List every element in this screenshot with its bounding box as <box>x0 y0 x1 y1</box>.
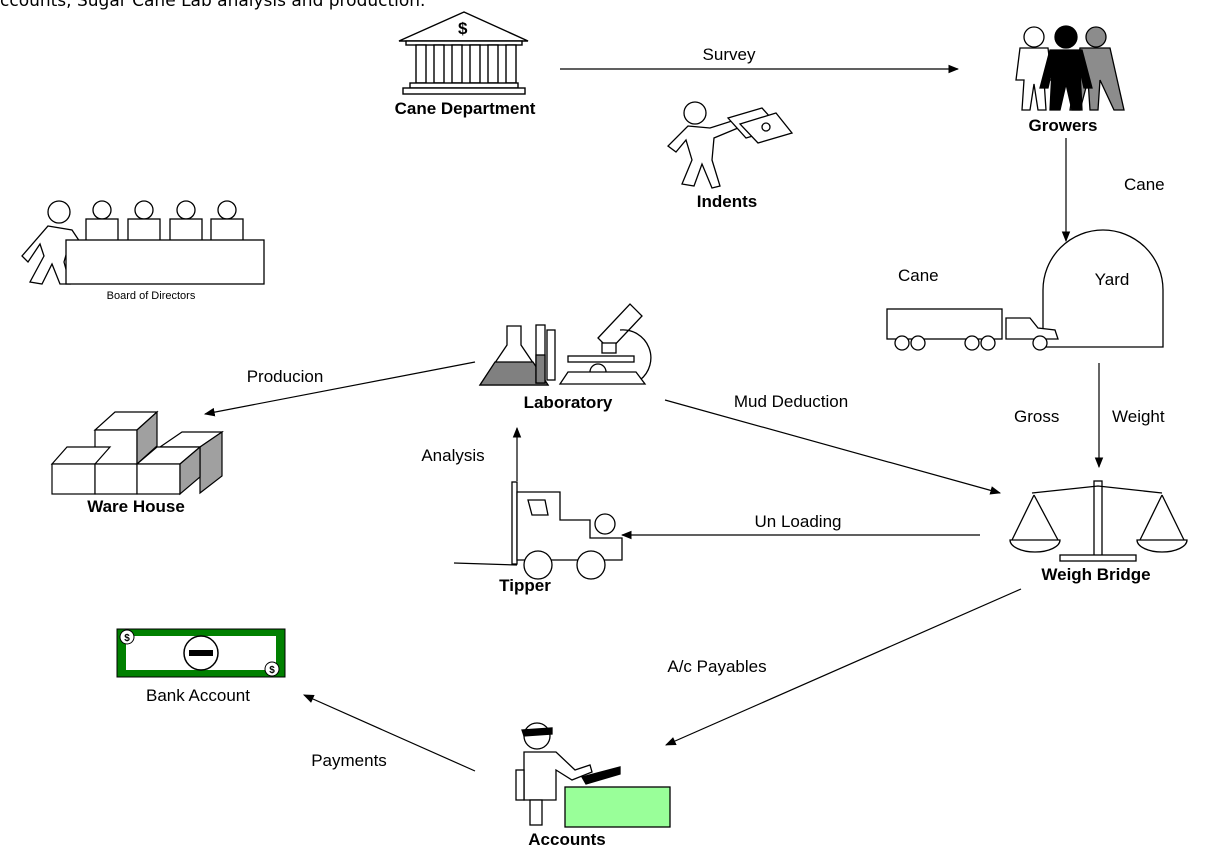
banknote-icon <box>116 628 286 678</box>
arrow-accounts-to-bank <box>303 694 476 772</box>
indents-label: Indents <box>697 192 757 211</box>
weigh-bridge-label: Weigh Bridge <box>1041 565 1150 584</box>
truck-icon <box>886 308 1059 351</box>
edge-label-cane: Cane <box>1124 175 1165 194</box>
truck-cane-label: Cane <box>898 266 939 285</box>
growers-label: Growers <box>1029 116 1098 135</box>
edge-label-unloading: Un Loading <box>755 512 842 531</box>
bank-dollar-sign: $ <box>458 19 468 38</box>
bank-building-icon <box>398 11 529 95</box>
growers-people-icon <box>1015 25 1125 111</box>
yard-shed-icon <box>1042 229 1164 348</box>
edge-label-producion: Producion <box>247 367 324 386</box>
accounts-label: Accounts <box>528 830 605 848</box>
warehouse-label: Ware House <box>87 497 185 516</box>
bank-note-dollar-right: $ <box>269 665 275 676</box>
forklift-icon <box>453 481 623 580</box>
laboratory-flask-microscope-icon <box>478 303 652 386</box>
accountant-desk-icon <box>515 722 671 828</box>
cane-department-label: Cane Department <box>395 99 536 118</box>
board-of-directors-label: Board of Directors <box>107 290 196 302</box>
laboratory-label: Laboratory <box>524 393 613 412</box>
edge-label-ac-payables: A/c Payables <box>667 657 766 676</box>
tipper-label: Tipper <box>499 576 551 595</box>
edge-label-payments: Payments <box>311 751 387 770</box>
edge-label-survey: Survey <box>703 45 756 64</box>
walking-man-money-icon <box>667 101 794 189</box>
intro-text: ccounts, Sugar Cane Lab analysis and pro… <box>0 0 426 11</box>
arrow-weighbridge-to-accounts <box>665 588 1022 746</box>
warehouse-boxes-icon <box>50 410 224 496</box>
bank-note-dollar-left: $ <box>124 633 130 644</box>
weighing-scale-icon <box>1009 480 1188 562</box>
yard-label: Yard <box>1095 270 1130 289</box>
bank-account-label: Bank Account <box>146 686 250 705</box>
board-of-directors-icon <box>21 200 265 285</box>
arrow-lab-to-weighbridge <box>664 399 1002 495</box>
edge-label-analysis: Analysis <box>421 446 484 465</box>
edge-label-gross: Gross <box>1014 407 1059 426</box>
edge-label-mud-deduction: Mud Deduction <box>734 392 848 411</box>
edge-label-weight: Weight <box>1112 407 1165 426</box>
arrow-lab-to-warehouse <box>203 361 476 417</box>
